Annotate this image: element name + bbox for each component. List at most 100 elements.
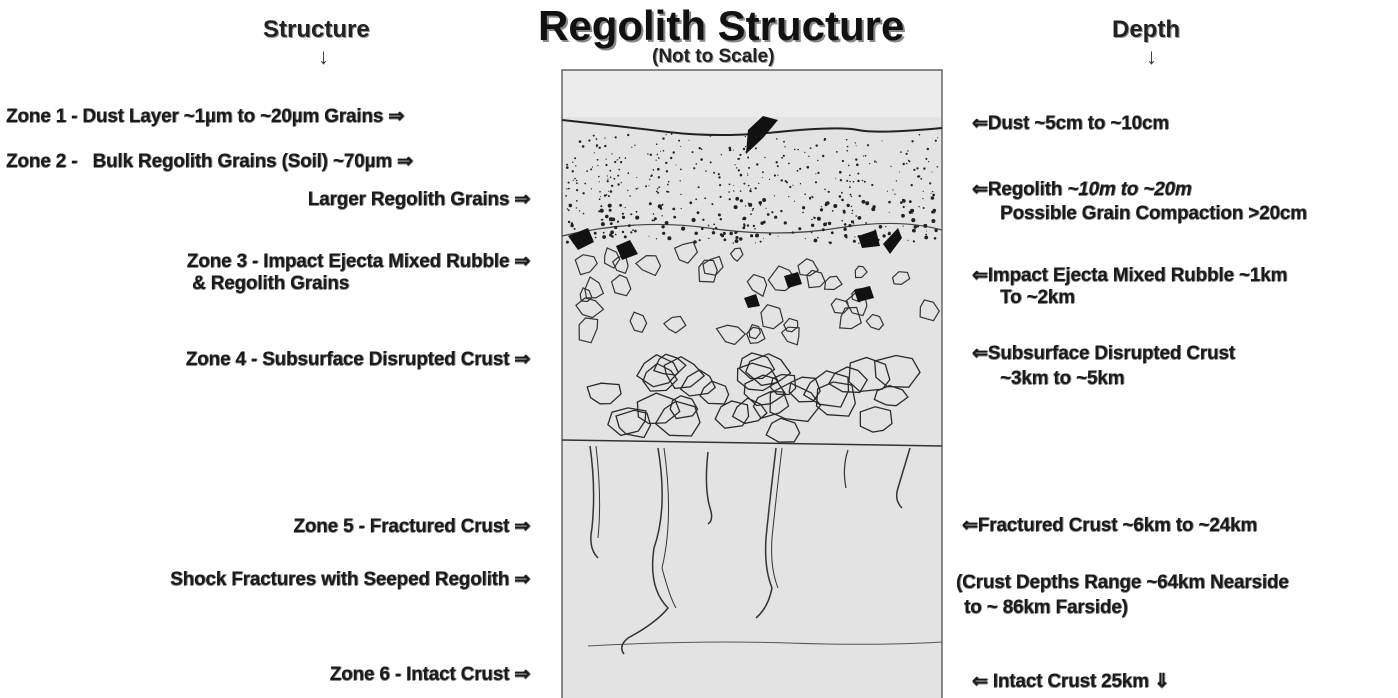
regolith-grain [784, 146, 785, 147]
regolith-grain [849, 175, 851, 177]
regolith-grain [657, 188, 658, 189]
regolith-grain [610, 176, 612, 178]
regolith-grain [698, 186, 700, 188]
regolith-grain [828, 242, 829, 243]
regolith-grain [846, 180, 848, 182]
regolith-grain [788, 163, 790, 165]
regolith-grain [572, 162, 573, 163]
regolith-depth-range: ~10m to ~20m [1067, 179, 1191, 200]
regolith-grain [680, 169, 682, 171]
regolith-grain [811, 224, 814, 227]
regolith-grain [740, 174, 743, 177]
regolith-grain [635, 216, 639, 220]
regolith-grain [747, 157, 749, 159]
regolith-grain [777, 175, 778, 176]
regolith-grain [675, 165, 676, 166]
regolith-grain [902, 199, 906, 203]
regolith-grain [608, 204, 612, 208]
regolith-grain [748, 185, 750, 187]
crust-range-label-cont: to ~ 86km Farside) [964, 597, 1128, 619]
regolith-grain [928, 161, 929, 162]
regolith-grain [855, 158, 857, 160]
regolith-grain [697, 211, 700, 214]
regolith-grain [634, 230, 637, 233]
regolith-grain [913, 169, 915, 171]
regolith-grain [750, 188, 751, 189]
regolith-grain [668, 181, 670, 183]
regolith-grain [755, 187, 757, 189]
depth-down-arrow: ↓ [1146, 44, 1157, 70]
regolith-grain [658, 176, 660, 178]
regolith-grain [887, 191, 888, 192]
regolith-grain [937, 166, 939, 168]
regolith-grain [627, 134, 629, 136]
regolith-grain [662, 137, 664, 139]
regolith-grain [680, 194, 681, 195]
regolith-grain [888, 201, 891, 204]
regolith-grain [665, 162, 667, 164]
regolith-grain [610, 222, 613, 225]
regolith-grain [699, 239, 701, 241]
regolith-grain [658, 186, 660, 188]
regolith-grain [735, 239, 739, 243]
regolith-grain [767, 213, 770, 216]
regolith-grain [815, 181, 817, 183]
regolith-grain [765, 208, 766, 209]
regolith-grain [789, 186, 791, 188]
regolith-grain [576, 200, 578, 202]
regolith-grain [769, 233, 771, 235]
regolith-grain [926, 231, 927, 232]
regolith-grain [848, 165, 850, 167]
regolith-grain [760, 222, 763, 225]
regolith-grain [802, 212, 804, 214]
regolith-grain [574, 228, 576, 230]
regolith-grain [605, 215, 609, 219]
regolith-grain [610, 230, 614, 234]
regolith-grain [576, 180, 577, 181]
regolith-grain [748, 203, 752, 207]
regolith-grain [566, 188, 567, 189]
regolith-grain [600, 209, 604, 213]
regolith-grain [809, 197, 811, 199]
regolith-grain [607, 180, 609, 182]
regolith-grain [689, 201, 692, 204]
regolith-grain [736, 167, 737, 168]
regolith-grain [867, 144, 869, 146]
regolith-grain [849, 181, 850, 182]
regolith-grain [929, 182, 931, 184]
regolith-grain [823, 223, 827, 227]
regolith-grain [605, 164, 607, 166]
regolith-grain [657, 168, 660, 171]
regolith-grain [636, 188, 638, 190]
shock-fractures-label: Shock Fractures with Seeped Regolith ⇒ [170, 568, 530, 591]
regolith-grain [842, 160, 844, 162]
regolith-grain [849, 186, 851, 188]
regolith-grain [755, 242, 756, 243]
regolith-grain [592, 166, 593, 167]
structure-down-arrow: ↓ [318, 44, 329, 70]
regolith-grain [828, 191, 830, 193]
regolith-grain [695, 232, 698, 235]
regolith-grain [647, 153, 648, 154]
regolith-grain [743, 223, 745, 225]
regolith-grain [734, 231, 737, 234]
regolith-grain [847, 150, 849, 152]
regolith-grain [842, 220, 844, 222]
regolith-grain [569, 204, 573, 208]
regolith-grain [594, 152, 595, 153]
intact-depth-label: ⇐ Intact Crust 25km ⇓ [972, 670, 1170, 693]
regolith-grain [715, 227, 717, 229]
regolith-grain [847, 146, 849, 148]
regolith-grain [894, 194, 895, 195]
regolith-grain [680, 146, 681, 147]
regolith-grain [735, 164, 736, 165]
regolith-grain [817, 237, 819, 239]
regolith-grain [604, 194, 606, 196]
regolith-grain [912, 213, 913, 214]
regolith-grain [649, 236, 650, 237]
regolith-grain [776, 138, 778, 140]
regolith-grain [667, 236, 671, 240]
regolith-grain [618, 169, 620, 171]
regolith-grain [828, 222, 831, 225]
regolith-grain [681, 227, 685, 231]
